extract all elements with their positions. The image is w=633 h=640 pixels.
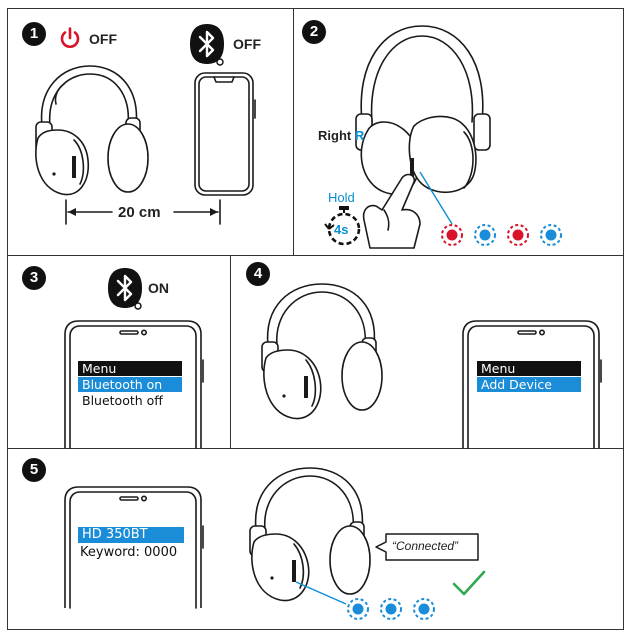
phone-step5 [64,486,204,609]
step-4-number: 4 [246,262,270,286]
timer-label: 4s [334,222,349,237]
speech-bubble [375,533,479,561]
bluetooth-icon [190,24,224,66]
right-side-label: Right R [318,128,364,143]
divider-col2 [230,256,232,448]
checkmark-icon [452,570,486,596]
divider-col1 [293,8,295,255]
power-icon [60,27,80,48]
led-sequence-step2 [441,224,562,246]
power-off-label: OFF [89,31,117,47]
menu-item-menu[interactable]: Menu [78,361,182,376]
voice-prompt-text: “Connected” [392,539,459,553]
headphones-illustration [35,65,149,196]
device-list-item[interactable]: HD 350BT [78,527,184,543]
led-leader-line [419,171,453,225]
hold-label: Hold [328,190,355,205]
step-2-number: 2 [302,20,326,44]
divider-row1 [7,255,624,257]
step-1-number: 1 [22,22,46,46]
bluetooth-on-label: ON [148,280,169,296]
timer-icon [324,206,361,246]
step-3-number: 3 [22,266,46,290]
right-side-letter: R [354,128,365,143]
distance-label: 20 cm [118,204,161,221]
led-blue-dot [347,598,369,620]
headphones-illustration [249,467,371,605]
divider-row2 [7,448,624,450]
headphones-illustration [261,283,383,420]
menu-item-add-device[interactable]: Add Device [477,377,581,392]
led-blue-dot [474,224,496,246]
distance-arrow [65,199,221,225]
led-blue-dot [540,224,562,246]
bluetooth-off-label: OFF [233,36,261,52]
right-side-text: Right [318,128,352,143]
phone-menu-step3: Menu Bluetooth on Bluetooth off [78,361,182,409]
menu-item-bluetooth-on[interactable]: Bluetooth on [78,377,182,392]
finger-press-illustration [362,173,421,249]
smartphone-illustration [194,72,256,196]
keyword-text: Keyword: 0000 [80,545,178,560]
led-blue-dot [413,598,435,620]
led-red-dot [507,224,529,246]
menu-item-bluetooth-off[interactable]: Bluetooth off [82,393,163,408]
phone-menu-step5: HD 350BT Keyword: 0000 [78,527,184,561]
bluetooth-icon [108,268,142,310]
led-sequence-step5 [347,598,435,620]
led-red-dot [441,224,463,246]
phone-menu-step4: Menu Add Device [477,361,581,393]
instruction-frame [7,8,624,630]
menu-item-menu[interactable]: Menu [477,361,581,376]
led-blue-dot [380,598,402,620]
step-5-number: 5 [22,458,46,482]
